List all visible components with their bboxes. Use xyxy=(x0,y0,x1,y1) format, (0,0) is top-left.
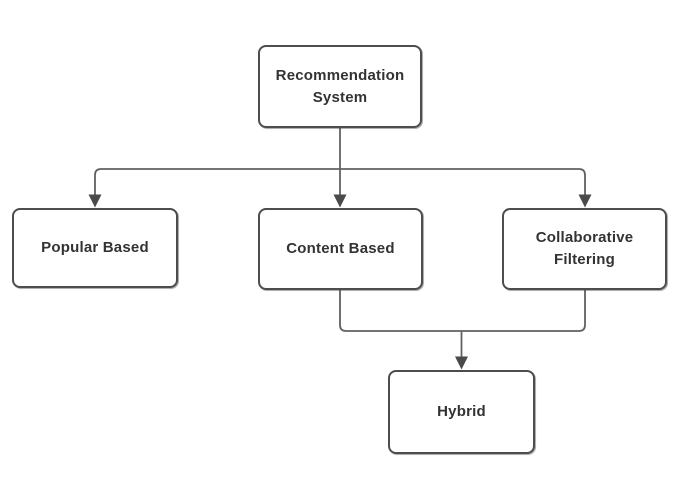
arrowhead-content xyxy=(333,194,347,208)
node-content-based: Content Based xyxy=(258,208,423,290)
node-recommendation-system: Recommendation System xyxy=(258,45,422,128)
node-recommendation-system-label: Recommendation System xyxy=(275,66,405,106)
connector-merge-to-hybrid xyxy=(339,290,586,332)
node-hybrid-label: Hybrid xyxy=(437,403,486,420)
node-collaborative-filtering: Collaborative Filtering xyxy=(502,208,667,290)
arrowhead-hybrid xyxy=(455,356,468,370)
node-hybrid: Hybrid xyxy=(388,370,535,454)
node-popular-based: Popular Based xyxy=(12,208,178,288)
arrowhead-collaborative xyxy=(578,194,592,208)
node-content-based-label: Content Based xyxy=(286,240,395,257)
node-collaborative-filtering-label: Collaborative Filtering xyxy=(535,229,634,268)
arrowhead-popular xyxy=(88,194,102,208)
connector-root-branch xyxy=(94,168,586,196)
node-popular-based-label: Popular Based xyxy=(41,239,149,256)
